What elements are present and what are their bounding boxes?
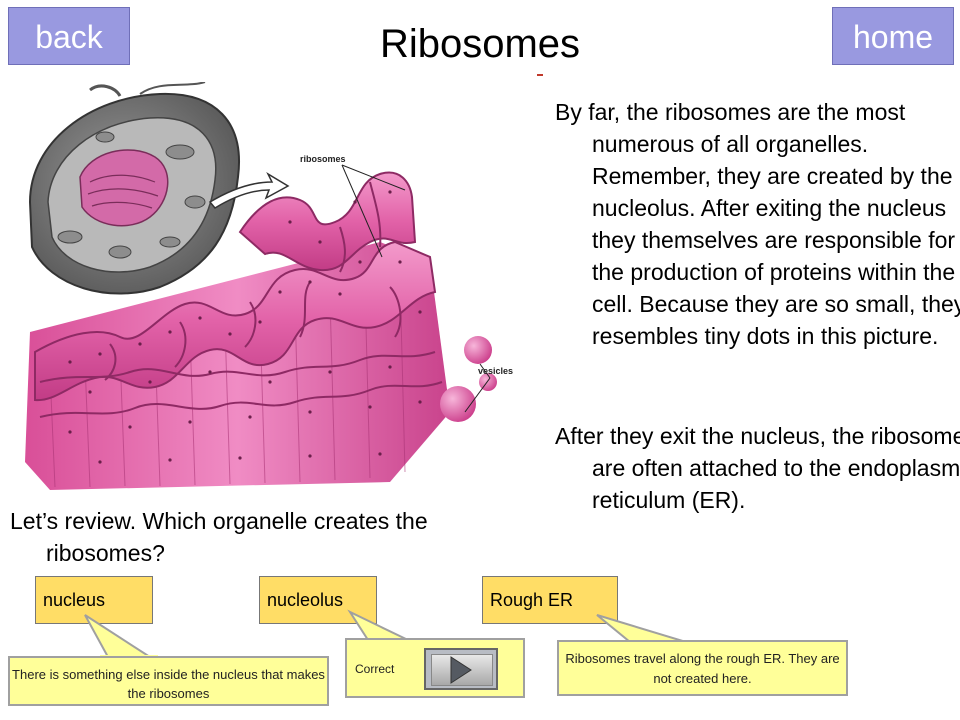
feedback-rough-er-callout: Ribosomes travel along the rough ER. The… [557, 640, 848, 696]
feedback-rough-er-text: Ribosomes travel along the rough ER. The… [565, 651, 840, 686]
cell-cutaway [28, 82, 240, 295]
rough-er-illustration: ribosomes vesicles [25, 82, 513, 490]
answer-rough-er-button[interactable]: Rough ER [482, 576, 618, 624]
vesicles-label: vesicles [478, 366, 513, 376]
paragraph-ribosome-er: After they exit the nucleus, the ribosom… [555, 423, 960, 513]
feedback-nucleus-callout: There is something else inside the nucle… [8, 656, 329, 706]
vesicles [440, 336, 497, 422]
review-question: Let’s review. Which organelle creates th… [10, 508, 428, 566]
next-button[interactable] [424, 648, 498, 690]
er-stack [25, 171, 450, 490]
paragraph-ribosome-intro: By far, the ribosomes are the most numer… [555, 99, 960, 349]
play-arrow-icon [450, 656, 472, 684]
answer-nucleolus-button[interactable]: nucleolus [259, 576, 377, 624]
home-button[interactable]: home [832, 7, 954, 65]
page-title: Ribosomes [379, 22, 581, 66]
feedback-nucleus-text: There is something else inside the nucle… [12, 667, 325, 701]
back-button[interactable]: back [8, 7, 130, 65]
answer-nucleus-button[interactable]: nucleus [35, 576, 153, 624]
red-dash-mark [537, 74, 543, 76]
zoom-arrow-icon [208, 172, 290, 209]
ribosomes-label: ribosomes [300, 154, 346, 164]
feedback-nucleolus-text: Correct [355, 662, 395, 676]
